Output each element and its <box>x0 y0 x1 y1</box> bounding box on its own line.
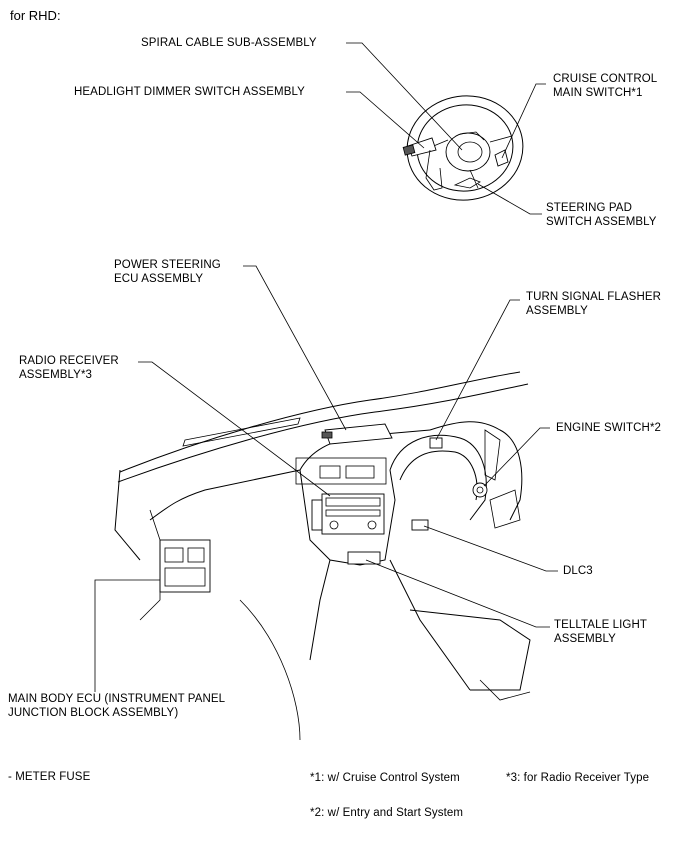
label-spiral-cable: SPIRAL CABLE SUB-ASSEMBLY <box>141 37 317 49</box>
label-telltale-light: TELLTALE LIGHT ASSEMBLY <box>554 619 648 645</box>
label-radio-receiver: RADIO RECEIVER ASSEMBLY*3 <box>19 355 119 381</box>
dashboard-illustration <box>114 371 531 741</box>
label-engine-switch: ENGINE SWITCH*2 <box>556 422 662 434</box>
footnote-meter-fuse: - METER FUSE <box>8 771 91 783</box>
footnote-2: *2: w/ Entry and Start System <box>310 807 464 819</box>
label-power-steering-ecu: POWER STEERING ECU ASSEMBLY <box>114 259 221 285</box>
footnote-3: *3: for Radio Receiver Type <box>506 772 650 784</box>
label-turn-signal-flasher: TURN SIGNAL FLASHER ASSEMBLY <box>526 291 662 317</box>
label-steering-pad: STEERING PAD SWITCH ASSEMBLY <box>546 202 657 228</box>
page-header: for RHD: <box>10 8 61 23</box>
label-cruise-control: CRUISE CONTROL MAIN SWITCH*1 <box>553 73 658 99</box>
label-headlight-dimmer: HEADLIGHT DIMMER SWITCH ASSEMBLY <box>74 86 305 98</box>
leader-lines <box>94 42 558 692</box>
label-main-body-ecu: MAIN BODY ECU (INSTRUMENT PANEL JUNCTION… <box>8 693 226 719</box>
footnote-1: *1: w/ Cruise Control System <box>310 772 460 784</box>
label-dlc3: DLC3 <box>563 565 593 577</box>
steering-wheel-illustration <box>402 95 524 201</box>
